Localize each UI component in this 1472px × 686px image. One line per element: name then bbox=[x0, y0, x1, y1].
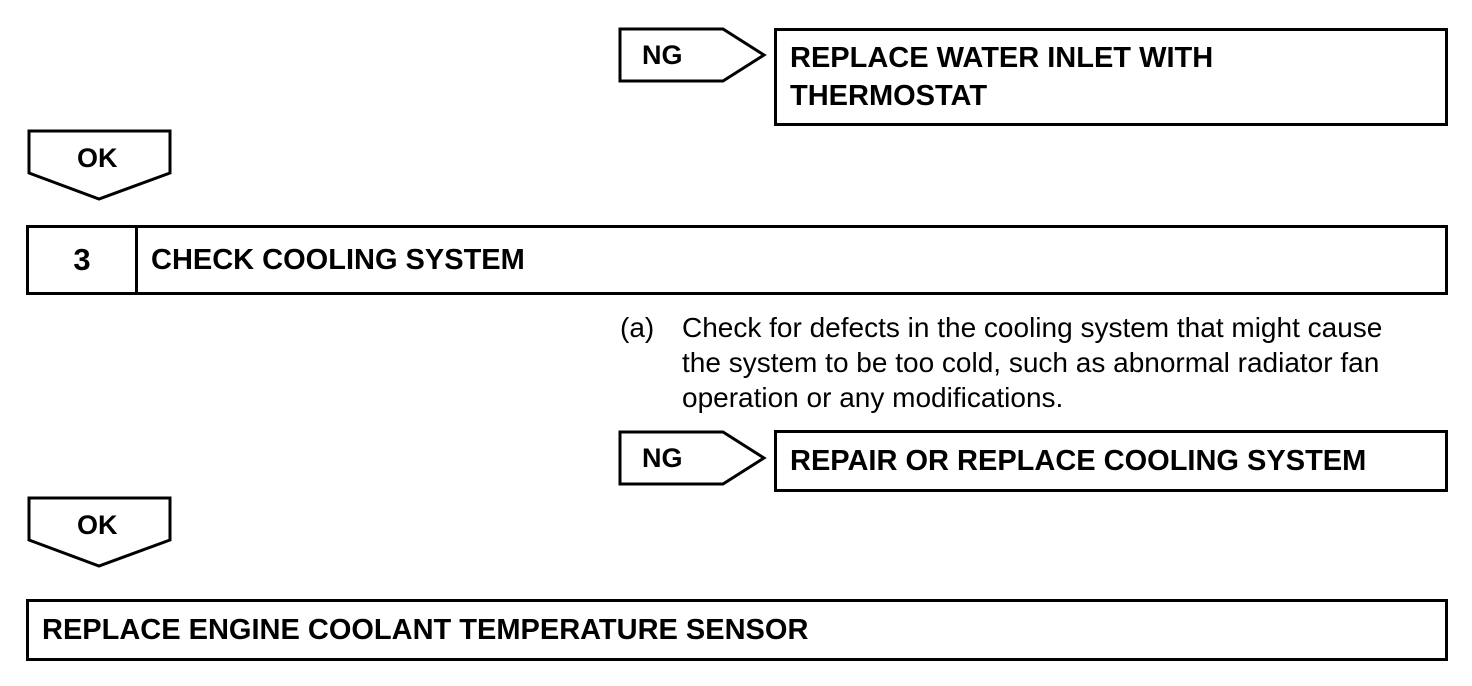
ng-label-1: NG bbox=[642, 40, 683, 70]
final-result: REPLACE ENGINE COOLANT TEMPERATURE SENSO… bbox=[42, 614, 809, 646]
ng-arrow-2 bbox=[618, 430, 767, 486]
ok-arrow-1 bbox=[27, 129, 172, 201]
ng-result-2: REPAIR OR REPLACE COOLING SYSTEM bbox=[790, 445, 1367, 477]
instruction-line-3: operation or any modifications. bbox=[682, 382, 1064, 413]
ok-label-2: OK bbox=[77, 510, 118, 540]
ok-label-1: OK bbox=[77, 143, 118, 173]
instruction-line-1: Check for defects in the cooling system … bbox=[682, 312, 1383, 343]
ng-label-2: NG bbox=[642, 443, 683, 473]
ng-result-1-line2: THERMOSTAT bbox=[790, 80, 988, 112]
ng-result-1-line1: REPLACE WATER INLET WITH bbox=[790, 42, 1214, 74]
ng-arrow-1 bbox=[618, 27, 767, 83]
instruction-line-2: the system to be too cold, such as abnor… bbox=[682, 347, 1380, 378]
step-title: CHECK COOLING SYSTEM bbox=[151, 244, 525, 276]
final-result-box: REPLACE ENGINE COOLANT TEMPERATURE SENSO… bbox=[26, 599, 1448, 661]
ok-arrow-2 bbox=[27, 496, 172, 568]
ng-result-box-1: REPLACE WATER INLET WITH THERMOSTAT bbox=[774, 28, 1448, 126]
ng-result-box-2: REPAIR OR REPLACE COOLING SYSTEM bbox=[774, 430, 1448, 492]
instruction-marker: (a) bbox=[620, 312, 655, 343]
step-number: 3 bbox=[29, 228, 138, 292]
step-3-header: 3 CHECK COOLING SYSTEM bbox=[26, 225, 1448, 295]
